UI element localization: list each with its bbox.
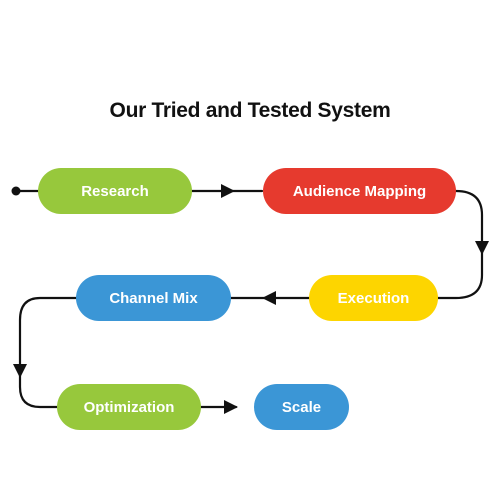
arrow-head-left xyxy=(262,291,276,305)
step-label: Research xyxy=(81,182,149,200)
step-audience-mapping: Audience Mapping xyxy=(263,168,456,214)
step-execution: Execution xyxy=(309,275,438,321)
step-channel-mix: Channel Mix xyxy=(76,275,231,321)
diagram-title: Our Tried and Tested System xyxy=(109,99,391,122)
arrow-head-right xyxy=(224,400,238,414)
arrow-head-down xyxy=(475,241,489,255)
connector-audience-execution xyxy=(436,189,484,300)
step-label: Audience Mapping xyxy=(292,182,427,200)
connector-channel-optimization xyxy=(18,296,78,409)
arrow-head-right xyxy=(221,184,235,198)
arrow-head-down xyxy=(13,364,27,378)
step-label: Channel Mix xyxy=(109,289,198,307)
step-label: Scale xyxy=(281,398,322,416)
step-label: Optimization xyxy=(83,398,175,416)
start-dot xyxy=(11,186,21,196)
step-label: Execution xyxy=(337,289,410,307)
step-research: Research xyxy=(38,168,192,214)
step-optimization: Optimization xyxy=(57,384,201,430)
step-scale: Scale xyxy=(254,384,349,430)
